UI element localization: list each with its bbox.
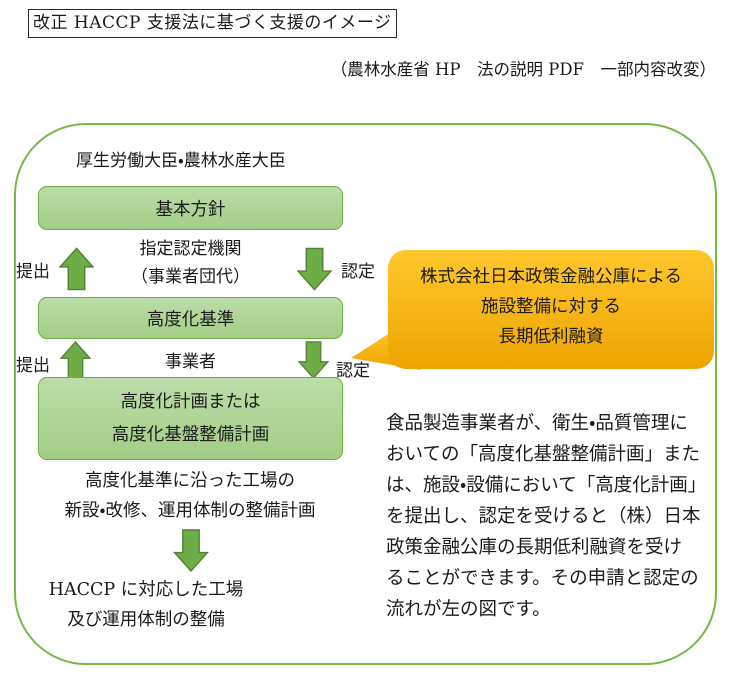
plan-note: 高度化基準に沿った工場の 新設・改修、運用体制の整備計画 (64, 471, 316, 521)
source-note: （農林水産省 HP 法の説明 PDF 一部内容改変） (330, 60, 716, 79)
basic-policy-box: 基本方針 (38, 186, 343, 230)
down-arrow-icon (297, 341, 330, 379)
loan-callout-text: 株式会社日本政策金融公庫による 施設整備に対する 長期低利融資 (420, 267, 682, 347)
up-arrow-icon (59, 247, 94, 291)
standard-box: 高度化基準 (38, 297, 343, 339)
description-paragraph: 食品製造事業者が、衛生・品質管理に おいての「高度化基盤整備計画」また は、施設… (386, 413, 707, 620)
result-note: HACCP に対応した工場 及び運用体制の整備 (48, 580, 244, 630)
submit-label-1: 提出 (16, 262, 50, 282)
down-arrow-icon (173, 529, 209, 572)
plan-box: 高度化計画または 高度化基盤整備計画 (38, 377, 343, 460)
down-arrow-icon (297, 247, 332, 291)
business-operator-label: 事業者 (165, 352, 216, 372)
certify-label-1: 認定 (341, 262, 375, 282)
certify-label-2: 認定 (336, 361, 370, 381)
authority-label: 厚生労働大臣・農林水産大臣 (76, 151, 286, 171)
page-title: 改正 HACCP 支援法に基づく支援のイメージ (28, 9, 397, 38)
loan-callout-bubble (351, 250, 714, 370)
certifying-body-label: 指定認定機関 （事業者団代） (131, 239, 250, 287)
submit-label-2: 提出 (16, 356, 50, 376)
